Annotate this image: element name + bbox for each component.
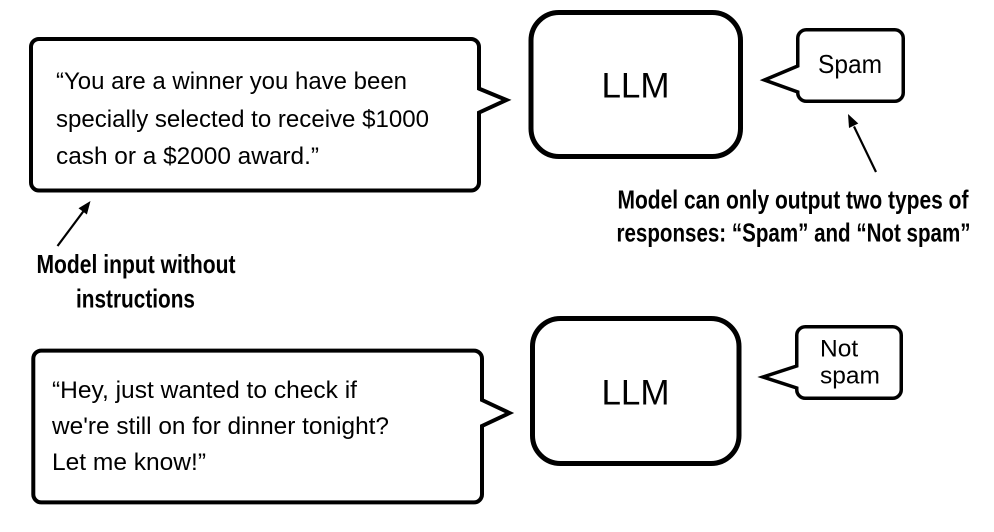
svg-text:cash or a $2000 award.”: cash or a $2000 award.” — [56, 143, 319, 170]
svg-text:Spam: Spam — [818, 49, 882, 79]
svg-text:Let me know!”: Let me know!” — [52, 449, 206, 476]
svg-text:“Hey, just wanted to check if: “Hey, just wanted to check if — [52, 377, 357, 404]
svg-text:spam: spam — [820, 363, 880, 390]
svg-text:LLM: LLM — [601, 67, 669, 106]
svg-text:Not: Not — [820, 336, 858, 363]
svg-text:specially selected to receive: specially selected to receive $1000 — [56, 106, 429, 133]
svg-text:Model input without: Model input without — [37, 249, 236, 279]
svg-text:responses: “Spam” and “Not spa: responses: “Spam” and “Not spam” — [617, 218, 971, 248]
svg-text:“You are a winner you have bee: “You are a winner you have been — [56, 68, 407, 95]
svg-text:instructions: instructions — [76, 284, 195, 314]
svg-text:we're still on for dinner toni: we're still on for dinner tonight? — [51, 413, 389, 440]
svg-text:LLM: LLM — [601, 374, 669, 413]
svg-text:Model can only output two type: Model can only output two types of — [618, 185, 969, 215]
